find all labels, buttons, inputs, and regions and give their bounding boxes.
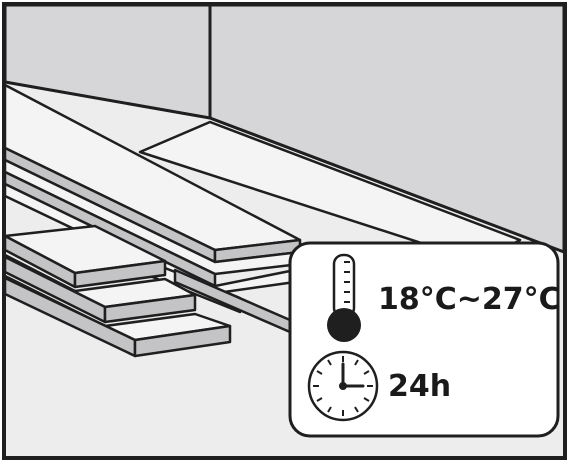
thermometer-icon: [327, 253, 361, 342]
duration-label: 24h: [388, 369, 451, 404]
floor-edge-right: [209, 116, 565, 254]
temperature-range-label: 18°C~27°C: [378, 282, 561, 317]
clock-icon: [307, 350, 379, 422]
plank-stack-short: [3, 224, 232, 358]
installed-plank: [138, 120, 522, 264]
plank-stack-long: [3, 83, 302, 334]
acclimatization-panel: 18°C~27°C 24h: [288, 241, 561, 438]
floor-edge-left: [4, 80, 211, 120]
